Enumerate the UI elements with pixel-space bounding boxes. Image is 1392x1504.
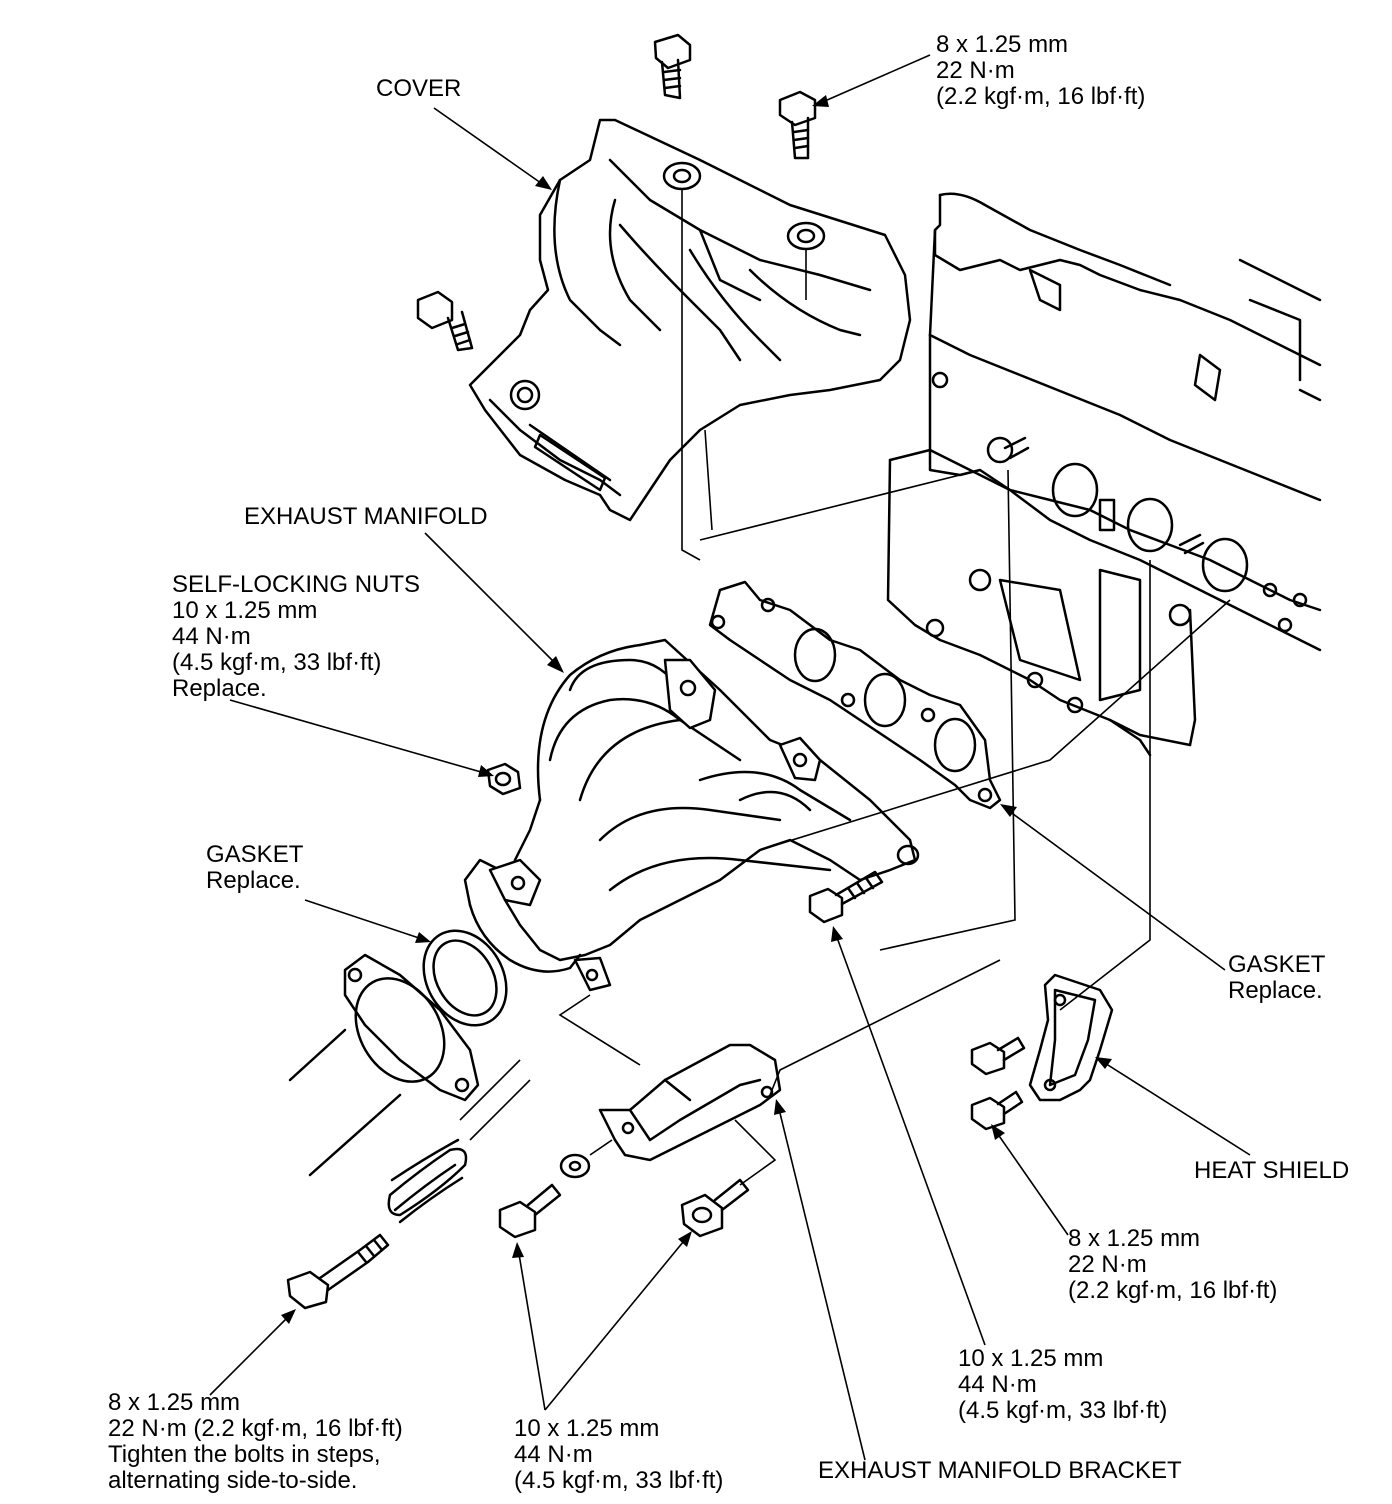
flange-gasket <box>422 929 508 1027</box>
spec-line: 10 x 1.25 mm <box>514 1415 660 1442</box>
arrowhead-spring-bolt <box>281 1309 296 1324</box>
spec-line: Replace. <box>172 675 267 702</box>
leader-heat-shield <box>1099 1059 1251 1156</box>
exhaust-pipe-flange <box>288 953 480 1177</box>
heat-shield <box>1028 973 1114 1102</box>
leader-gasket-right <box>1004 807 1226 971</box>
leader-self-locking-nuts <box>229 699 489 775</box>
label-exhaust-manifold-bracket: EXHAUST MANIFOLD BRACKET <box>818 1457 1182 1484</box>
spec-line: Replace. <box>1228 977 1323 1004</box>
cover-bolt-3 <box>416 290 474 352</box>
label-spring-bolt-spec: 8 x 1.25 mm 22 N·m (2.2 kgf·m, 16 lbf·ft… <box>108 1390 403 1494</box>
cylinder-head <box>886 192 1322 757</box>
arrowhead-top-bolt <box>812 95 829 107</box>
arrowhead-heat-shield <box>1095 1057 1112 1069</box>
spec-line: GASKET <box>206 841 304 868</box>
leader-heat-shield-bolt <box>994 1129 1069 1236</box>
arrowhead-gasket-left <box>415 932 431 943</box>
arrowhead-bracket-bolt <box>512 1242 524 1258</box>
spec-line: 8 x 1.25 mm <box>936 31 1069 58</box>
arrowhead-exhaust-manifold <box>547 656 564 673</box>
cover-bolt-1 <box>653 33 692 100</box>
arrowhead-manifold-bolt <box>831 926 843 942</box>
bracket-stud-nut <box>680 1178 750 1238</box>
spec-line: 8 x 1.25 mm <box>1068 1225 1201 1252</box>
exhaust-manifold <box>463 638 920 992</box>
spec-line: (4.5 kgf·m, 33 lbf·ft) <box>958 1397 1168 1424</box>
alignment-lines <box>459 190 1231 1186</box>
label-bracket-bolt-spec: 10 x 1.25 mm 44 N·m (4.5 kgf·m, 33 lbf·f… <box>514 1416 723 1494</box>
leader-bracket <box>777 1104 866 1461</box>
arrowhead-heat-shield-bolt <box>991 1124 1005 1140</box>
arrowhead-bracket <box>774 1099 786 1115</box>
spring <box>387 1138 468 1224</box>
leader-top-bolt <box>817 54 931 105</box>
arrowhead-cover <box>535 176 552 190</box>
spec-line: 22 N·m (2.2 kgf·m, 16 lbf·ft) <box>108 1415 403 1442</box>
manifold-gasket <box>708 580 1002 810</box>
arrowhead-gasket-right <box>1000 804 1017 817</box>
spec-line: (2.2 kgf·m, 16 lbf·ft) <box>936 83 1146 110</box>
exhaust-manifold-bracket <box>598 1043 782 1162</box>
label-cover: COVER <box>376 75 462 102</box>
spec-line: GASKET <box>1228 951 1326 978</box>
spec-line: 10 x 1.25 mm <box>958 1345 1104 1372</box>
leader-exhaust-manifold <box>424 532 561 669</box>
spec-line: 10 x 1.25 mm <box>172 597 318 624</box>
label-heat-shield: HEAT SHIELD <box>1194 1157 1350 1184</box>
spec-line: 44 N·m <box>514 1441 593 1468</box>
heat-shield-bolt-2 <box>970 1090 1024 1131</box>
spec-line: Tighten the bolts in steps, <box>108 1441 381 1468</box>
leader-manifold-bolt <box>834 931 986 1346</box>
leader-bracket-bolt <box>517 1247 546 1411</box>
arrowhead-self-locking-nuts <box>478 765 494 777</box>
label-exhaust-manifold: EXHAUST MANIFOLD <box>244 503 488 530</box>
label-top-bolt-spec: 8 x 1.25 mm 22 N·m (2.2 kgf·m, 16 lbf·ft… <box>936 32 1145 110</box>
bracket-washer <box>559 1153 591 1179</box>
cover-bolt-2 <box>778 90 817 160</box>
cover <box>468 118 912 522</box>
spec-line: 44 N·m <box>172 623 251 650</box>
leader-bracket-stud-nut <box>544 1235 689 1411</box>
label-self-locking-nuts: SELF-LOCKING NUTS 10 x 1.25 mm 44 N·m (4… <box>172 572 420 702</box>
label-gasket-right: GASKET Replace. <box>1228 952 1325 1004</box>
heat-shield-bolt-1 <box>970 1036 1026 1076</box>
spec-line: 22 N·m <box>936 57 1015 84</box>
leader-cover <box>433 107 549 189</box>
spec-line: alternating side-to-side. <box>108 1467 358 1494</box>
spring-bolt <box>286 1233 390 1310</box>
bracket-bolt <box>498 1183 562 1239</box>
spec-line: 8 x 1.25 mm <box>108 1389 241 1416</box>
label-manifold-bolt-spec: 10 x 1.25 mm 44 N·m (4.5 kgf·m, 33 lbf·f… <box>958 1346 1167 1424</box>
leader-lines <box>209 54 1251 1461</box>
label-gasket-left: GASKET Replace. <box>206 842 303 894</box>
spec-line: SELF-LOCKING NUTS <box>172 571 421 598</box>
spec-line: 22 N·m <box>1068 1251 1147 1278</box>
label-heat-shield-bolt-spec: 8 x 1.25 mm 22 N·m (2.2 kgf·m, 16 lbf·ft… <box>1068 1226 1277 1304</box>
spec-line: 44 N·m <box>958 1371 1037 1398</box>
spec-line: (4.5 kgf·m, 33 lbf·ft) <box>172 649 382 676</box>
leader-spring-bolt <box>209 1312 293 1396</box>
self-locking-nut <box>486 762 522 796</box>
spec-line: (4.5 kgf·m, 33 lbf·ft) <box>514 1467 724 1494</box>
spec-line: (2.2 kgf·m, 16 lbf·ft) <box>1068 1277 1278 1304</box>
arrowhead-bracket-stud-nut <box>678 1231 692 1247</box>
leader-gasket-left <box>304 899 426 941</box>
manifold-bolt <box>808 870 884 924</box>
spec-line: Replace. <box>206 867 301 894</box>
